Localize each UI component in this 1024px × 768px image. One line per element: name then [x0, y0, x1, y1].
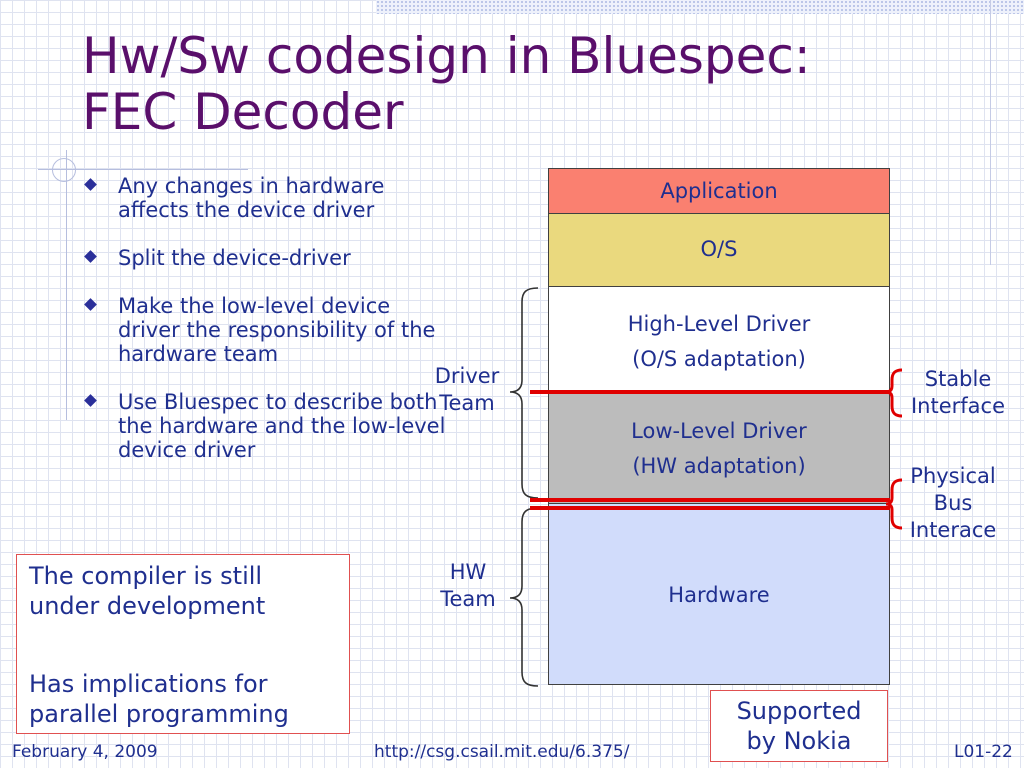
header-divider	[990, 0, 991, 265]
slide-number: L01-22	[954, 742, 1013, 762]
header-pattern	[376, 0, 1024, 14]
low-level-driver-label: Low-Level Driver	[631, 419, 807, 443]
physical-bus-label: Physical Bus Interace	[909, 464, 997, 542]
application-layer: Application	[548, 168, 890, 214]
diamond-bullet-icon	[84, 394, 97, 407]
hw-team-label: HW Team	[440, 560, 496, 611]
os-layer: O/S	[548, 213, 890, 287]
slide-title: Hw/Sw codesign in Bluespec: FEC Decoder	[82, 28, 962, 140]
hw-team-brace	[509, 507, 539, 687]
note-line-1: The compiler is still under development	[29, 562, 266, 620]
os-adaptation-label: (O/S adaptation)	[632, 347, 806, 371]
footer-date: February 4, 2009	[12, 742, 158, 762]
title-line-1: Hw/Sw codesign in Bluespec:	[82, 27, 811, 85]
diamond-bullet-icon	[84, 298, 97, 311]
bullet-item: Any changes in hardware affects the devi…	[82, 174, 452, 222]
compiler-note-box: The compiler is still under development …	[16, 554, 350, 734]
diamond-bullet-icon	[84, 178, 97, 191]
footer-url[interactable]: http://csg.csail.mit.edu/6.375/	[374, 742, 630, 762]
title-ornament	[52, 158, 76, 182]
high-level-driver-layer: High-Level Driver (O/S adaptation)	[548, 286, 890, 394]
title-line-2: FEC Decoder	[82, 83, 404, 141]
sponsor-box: Supported by Nokia	[710, 690, 888, 762]
bullet-list: Any changes in hardware affects the devi…	[82, 174, 452, 486]
driver-team-label: Driver Team	[434, 364, 500, 415]
bullet-item: Use Bluespec to describe both the hardwa…	[82, 390, 452, 462]
note-line-2: Has implications for parallel programmin…	[29, 670, 289, 728]
diamond-bullet-icon	[84, 250, 97, 263]
left-rule	[66, 150, 67, 420]
driver-team-brace	[509, 287, 539, 499]
stable-interface-label: Stable Interface	[910, 367, 1006, 418]
high-level-driver-label: High-Level Driver	[627, 312, 811, 336]
hw-adaptation-label: (HW adaptation)	[632, 454, 806, 478]
bullet-item: Split the device-driver	[82, 246, 452, 270]
hardware-layer: Hardware	[548, 503, 890, 685]
title-underline	[38, 169, 248, 170]
bullet-item: Make the low-level device driver the res…	[82, 294, 452, 366]
low-level-driver-layer: Low-Level Driver (HW adaptation)	[548, 393, 890, 504]
